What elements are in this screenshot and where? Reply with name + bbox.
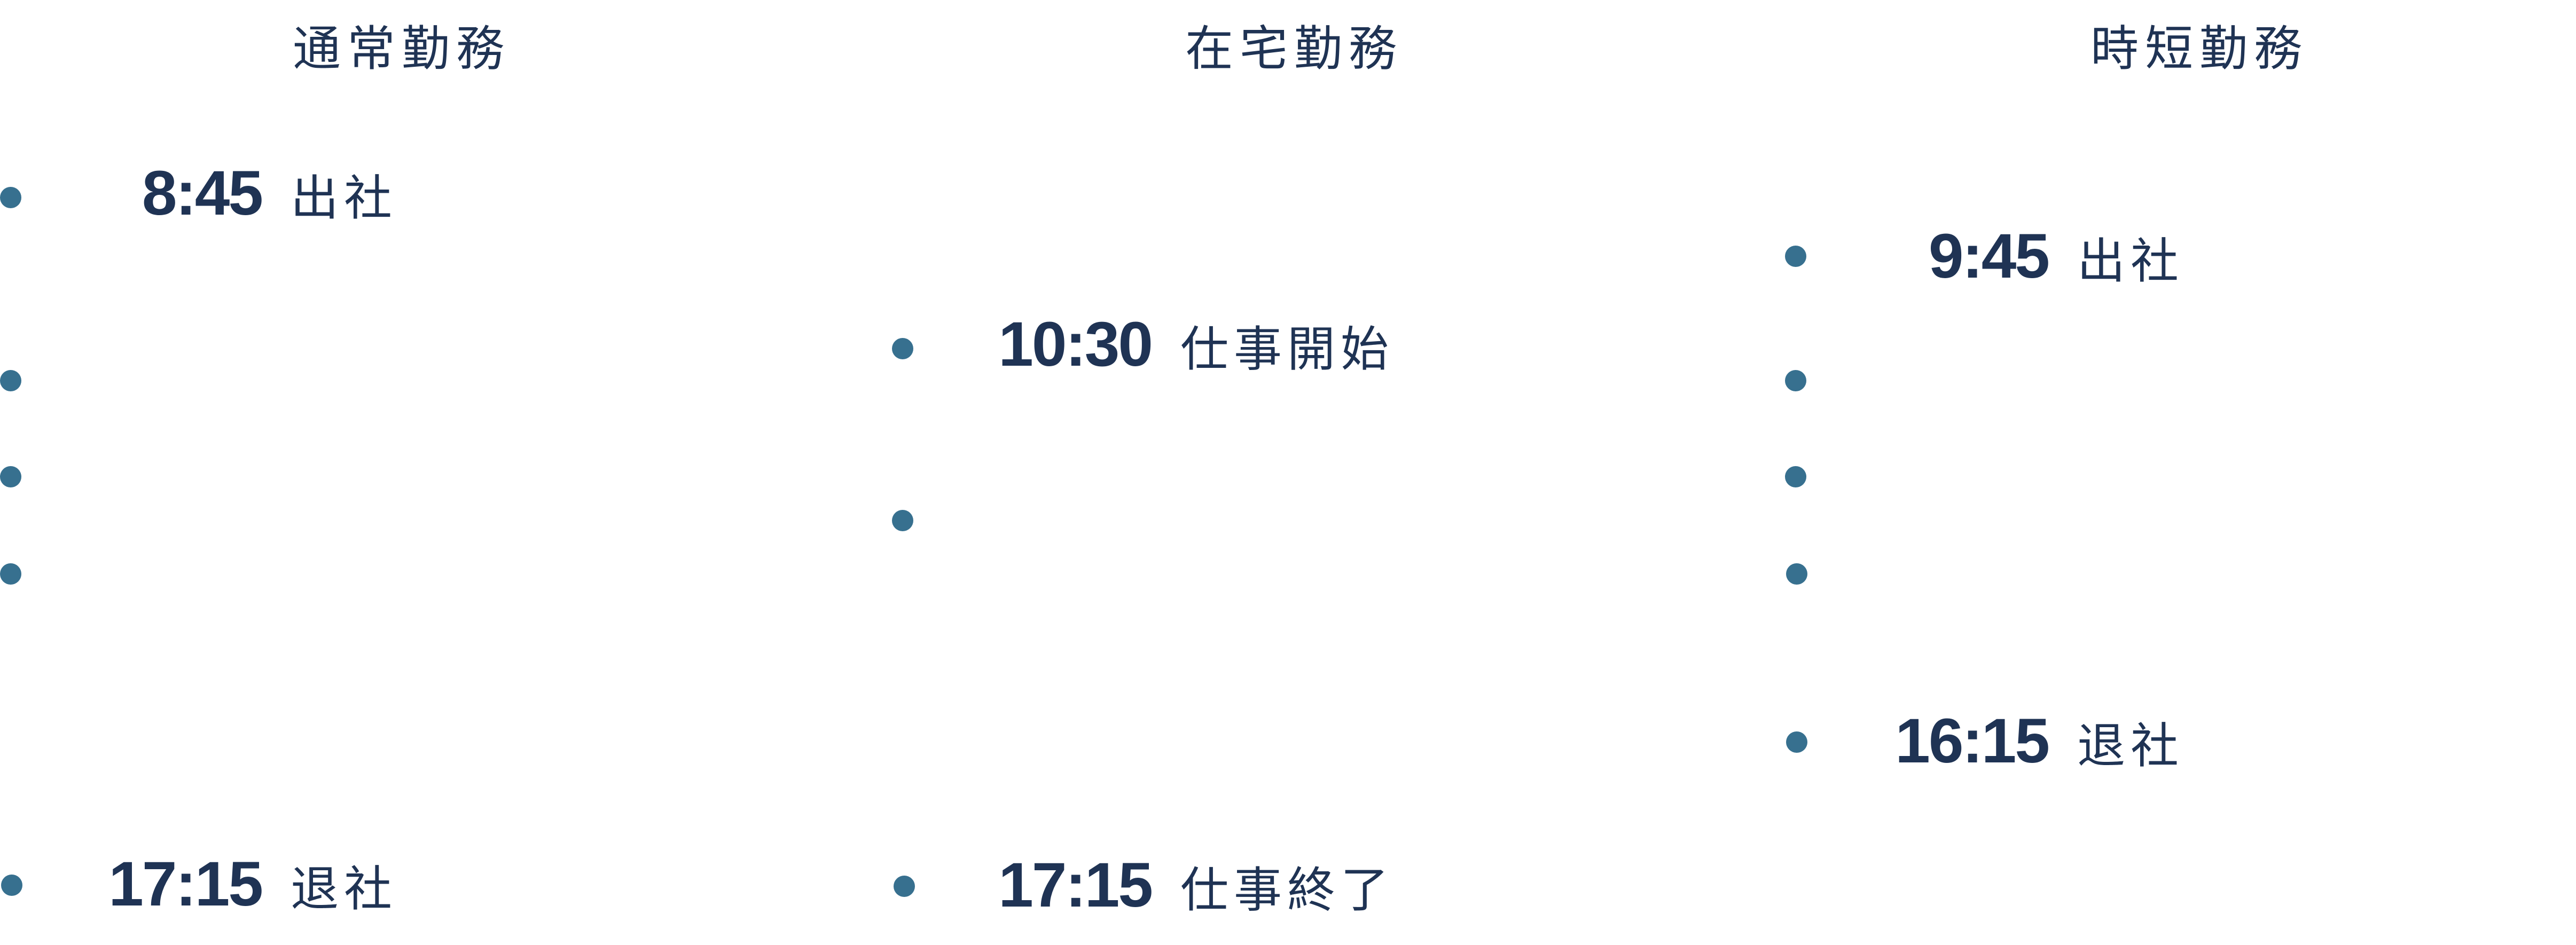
entry-time: 8:45 — [142, 158, 263, 229]
timeline-dot — [1786, 731, 1807, 753]
timeline-dot — [0, 563, 21, 585]
timeline-dot — [1785, 466, 1806, 487]
timeline-dot — [892, 510, 913, 531]
column-title-regular: 通常勤務 — [293, 21, 511, 77]
entry-time: 17:15 — [998, 850, 1153, 920]
timeline-dot — [1, 875, 22, 896]
entry-label: 仕事終了 — [1180, 862, 1394, 918]
entry-label: 出社 — [2077, 233, 2184, 289]
column-title-remote: 在宅勤務 — [1185, 21, 1403, 77]
schedule-entry-remote-end: 17:15 仕事終了 — [961, 854, 1394, 917]
timeline-dot — [1785, 246, 1806, 267]
timeline-dot — [892, 338, 913, 359]
timeline-dot — [0, 466, 21, 487]
entry-time: 9:45 — [1928, 221, 2050, 292]
entry-label: 退社 — [2077, 718, 2184, 774]
schedule-entry-short-start: 9:45 出社 — [1848, 225, 2184, 288]
schedule-entry-regular-start: 8:45 出社 — [80, 162, 397, 225]
schedule-entry-regular-end: 17:15 退社 — [80, 853, 397, 916]
timeline-dot — [0, 370, 21, 391]
column-title-short-hours: 時短勤務 — [2090, 21, 2308, 77]
entry-label: 退社 — [291, 861, 397, 917]
schedule-entry-short-end: 16:15 退社 — [1848, 710, 2184, 773]
timeline-dot — [894, 876, 915, 897]
schedule-entry-remote-start: 10:30 仕事開始 — [961, 313, 1394, 376]
entry-time: 17:15 — [108, 849, 263, 919]
timeline-dot — [1786, 563, 1807, 585]
entry-time: 16:15 — [1895, 706, 2050, 776]
entry-label: 出社 — [291, 170, 397, 226]
entry-label: 仕事開始 — [1180, 321, 1394, 377]
timeline-dot — [1785, 370, 1806, 391]
entry-time: 10:30 — [998, 309, 1153, 380]
timeline-dot — [0, 187, 21, 208]
